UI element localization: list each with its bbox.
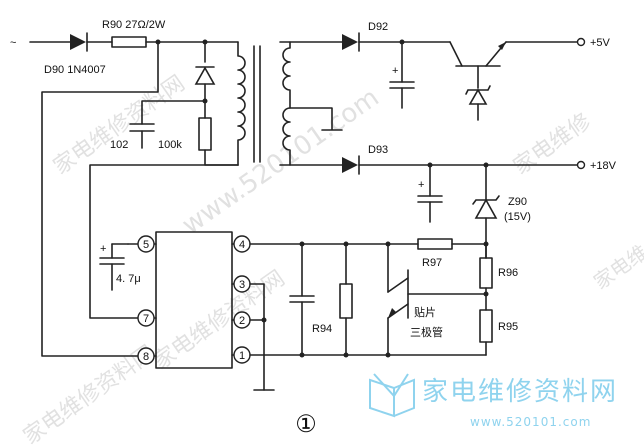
ic-pin-3: 3 — [231, 275, 251, 293]
svg-text:+: + — [100, 243, 106, 255]
diode-snubber — [194, 66, 216, 85]
svg-text:2: 2 — [239, 315, 245, 327]
ac-input-symbol: ~ — [10, 37, 16, 49]
label-r94: R94 — [312, 323, 332, 335]
resistor-r90 — [111, 36, 147, 48]
ic-pin-5: 5 — [127, 235, 157, 253]
label-transistor-2: 三极管 — [410, 325, 443, 339]
watermark-6: 家电维修资料网 — [149, 266, 290, 375]
label-d92: D92 — [368, 21, 388, 33]
resistor-r95 — [479, 309, 493, 343]
ic-pin-7: 7 — [137, 309, 157, 327]
svg-text:1: 1 — [239, 350, 245, 362]
diode-d93 — [342, 155, 360, 175]
label-r97: R97 — [422, 257, 442, 269]
site-logo: 家电维修资料网 www.520101.com — [369, 373, 618, 429]
svg-text:7: 7 — [143, 313, 149, 325]
svg-text:+: + — [392, 65, 398, 77]
ic-pin-8: 8 — [137, 347, 157, 365]
capacitor-102 — [129, 123, 155, 149]
label-4u7: 4. 7μ — [116, 273, 141, 285]
capacitor-18v: + — [417, 164, 443, 223]
book-icon — [369, 373, 415, 418]
label-transistor-1: 贴片 — [414, 305, 436, 319]
primary-winding — [237, 41, 246, 166]
watermark-1: 家电维修资料网 — [49, 71, 190, 180]
label-18v: +18V — [590, 160, 617, 172]
label-d93: D93 — [368, 144, 388, 156]
svg-text:3: 3 — [239, 279, 245, 291]
wire-pin3-2 — [249, 283, 265, 321]
label-r96: R96 — [498, 267, 518, 279]
transistor-smd — [387, 243, 487, 356]
svg-text:5: 5 — [143, 239, 149, 251]
secondary-winding — [279, 41, 291, 166]
logo-text: 家电维修资料网 — [422, 377, 618, 407]
watermark-3: 家电维修 — [509, 109, 595, 180]
capacitor-4u7: + — [99, 243, 129, 291]
label-5v: +5V — [590, 37, 611, 49]
svg-text:4: 4 — [239, 239, 245, 251]
label-z90-value: (15V) — [504, 211, 531, 223]
wire-startup — [41, 41, 159, 357]
logo-url: www.520101.com — [470, 415, 591, 429]
label-c102: 102 — [110, 139, 128, 151]
capacitor-5v: + — [389, 41, 415, 109]
label-d90: D90 1N4007 — [44, 64, 106, 76]
capacitor-pin4 — [289, 243, 315, 356]
resistor-r97 — [417, 238, 453, 250]
ic-chip — [155, 231, 233, 369]
figure-number: ① — [295, 410, 317, 438]
label-r95: R95 — [498, 321, 518, 333]
watermark-5: 家电维 — [589, 240, 644, 294]
ic-pin-4: 4 — [231, 235, 251, 253]
resistor-r94 — [339, 283, 353, 319]
label-r90: R90 27Ω/2W — [102, 19, 166, 31]
diode-d92 — [342, 32, 360, 52]
wire-aux — [89, 164, 239, 319]
resistor-100k — [198, 117, 212, 151]
resistor-r96 — [479, 257, 493, 289]
svg-text:+: + — [418, 179, 424, 191]
svg-text:8: 8 — [143, 351, 149, 363]
diode-d90 — [70, 32, 88, 52]
transistor-5v-regulator — [449, 41, 507, 121]
label-100k: 100k — [158, 139, 182, 151]
watermark-2: www.520101.com — [177, 83, 385, 241]
transformer-core — [253, 45, 261, 163]
ic-pin-1: 1 — [231, 346, 251, 364]
label-z90: Z90 — [508, 196, 527, 208]
